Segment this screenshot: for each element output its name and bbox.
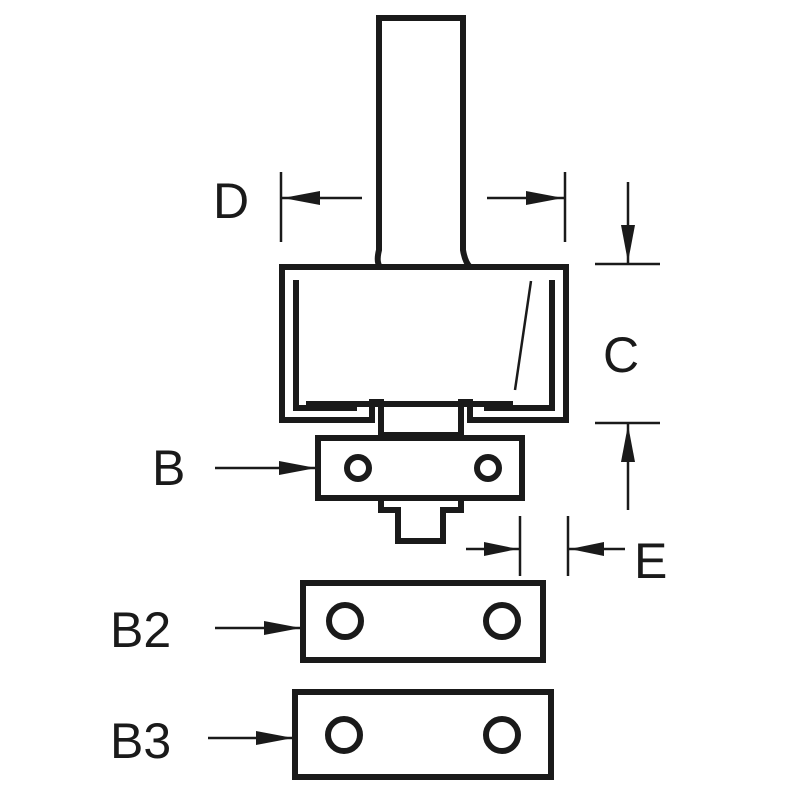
bearing-b3-hole-left <box>325 716 363 754</box>
bearing-b-hole-right <box>474 454 502 482</box>
cutter-inner-edge <box>293 280 357 411</box>
bearing-b3 <box>292 689 554 780</box>
cutting-edge-line <box>513 280 533 391</box>
dim-c-top-arrowhead <box>621 225 635 262</box>
dim-e-right-arrowhead <box>570 542 604 556</box>
bearing-b2 <box>300 580 546 663</box>
dim-c-bottom-arrowhead <box>621 425 635 462</box>
leader-b2-arrowhead <box>264 621 301 635</box>
shank <box>374 15 473 270</box>
bearing-b <box>315 435 525 501</box>
dim-d-left-arrowhead <box>283 191 320 205</box>
dim-d-right-arrowhead <box>526 191 563 205</box>
bearing-b2-hole-left <box>326 602 364 640</box>
leader-b-arrowhead <box>279 461 316 475</box>
cutter-inner-edge-right <box>484 280 555 411</box>
label-b2: B2 <box>110 602 171 658</box>
dim-e-left-arrowhead <box>484 542 518 556</box>
bearing-b3-hole-right <box>483 716 521 754</box>
label-c: C <box>603 327 639 383</box>
bearing-b2-hole-right <box>483 602 521 640</box>
label-d: D <box>213 173 249 229</box>
bearing-screw <box>378 500 464 544</box>
label-b3: B3 <box>110 713 171 769</box>
leader-b3-arrowhead <box>256 731 293 745</box>
bearing-b-hole-left <box>344 454 372 482</box>
label-e: E <box>634 533 667 589</box>
label-b: B <box>152 440 185 496</box>
